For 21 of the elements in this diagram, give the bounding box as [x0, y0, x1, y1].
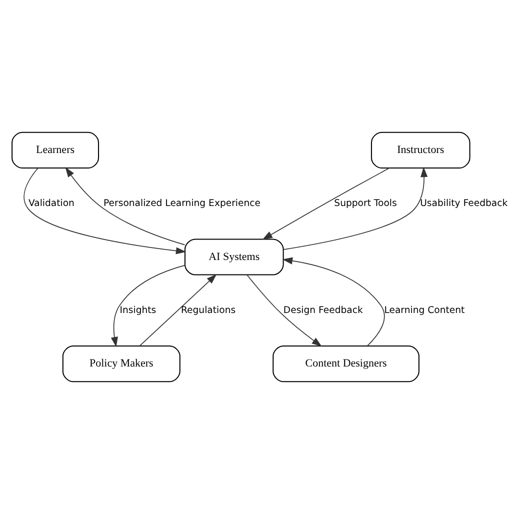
node-box: Learners [12, 131, 100, 168]
edge-label: Support Tools [334, 197, 397, 208]
node-box: Policy Makers [62, 345, 180, 382]
edge-label: Insights [120, 304, 156, 316]
edge-label: Personalized Learning Experience [104, 197, 261, 208]
edge-label: Learning Content [384, 304, 465, 316]
arrow [282, 256, 385, 346]
arrow [283, 166, 428, 250]
node-box: Instructors [370, 131, 470, 168]
arrow [246, 274, 322, 346]
arrow [262, 167, 390, 240]
node-box: Content Designers [272, 345, 420, 382]
arrow [65, 166, 186, 245]
arrow [139, 274, 217, 346]
edge-label: Validation [28, 197, 74, 208]
edge-label: Design Feedback [283, 304, 363, 316]
edge-label: Usability Feedback [420, 197, 508, 208]
arrow [24, 167, 186, 254]
node-box: AI Systems [184, 238, 284, 275]
arrow [110, 264, 186, 347]
edge-label: Regulations [180, 304, 236, 316]
